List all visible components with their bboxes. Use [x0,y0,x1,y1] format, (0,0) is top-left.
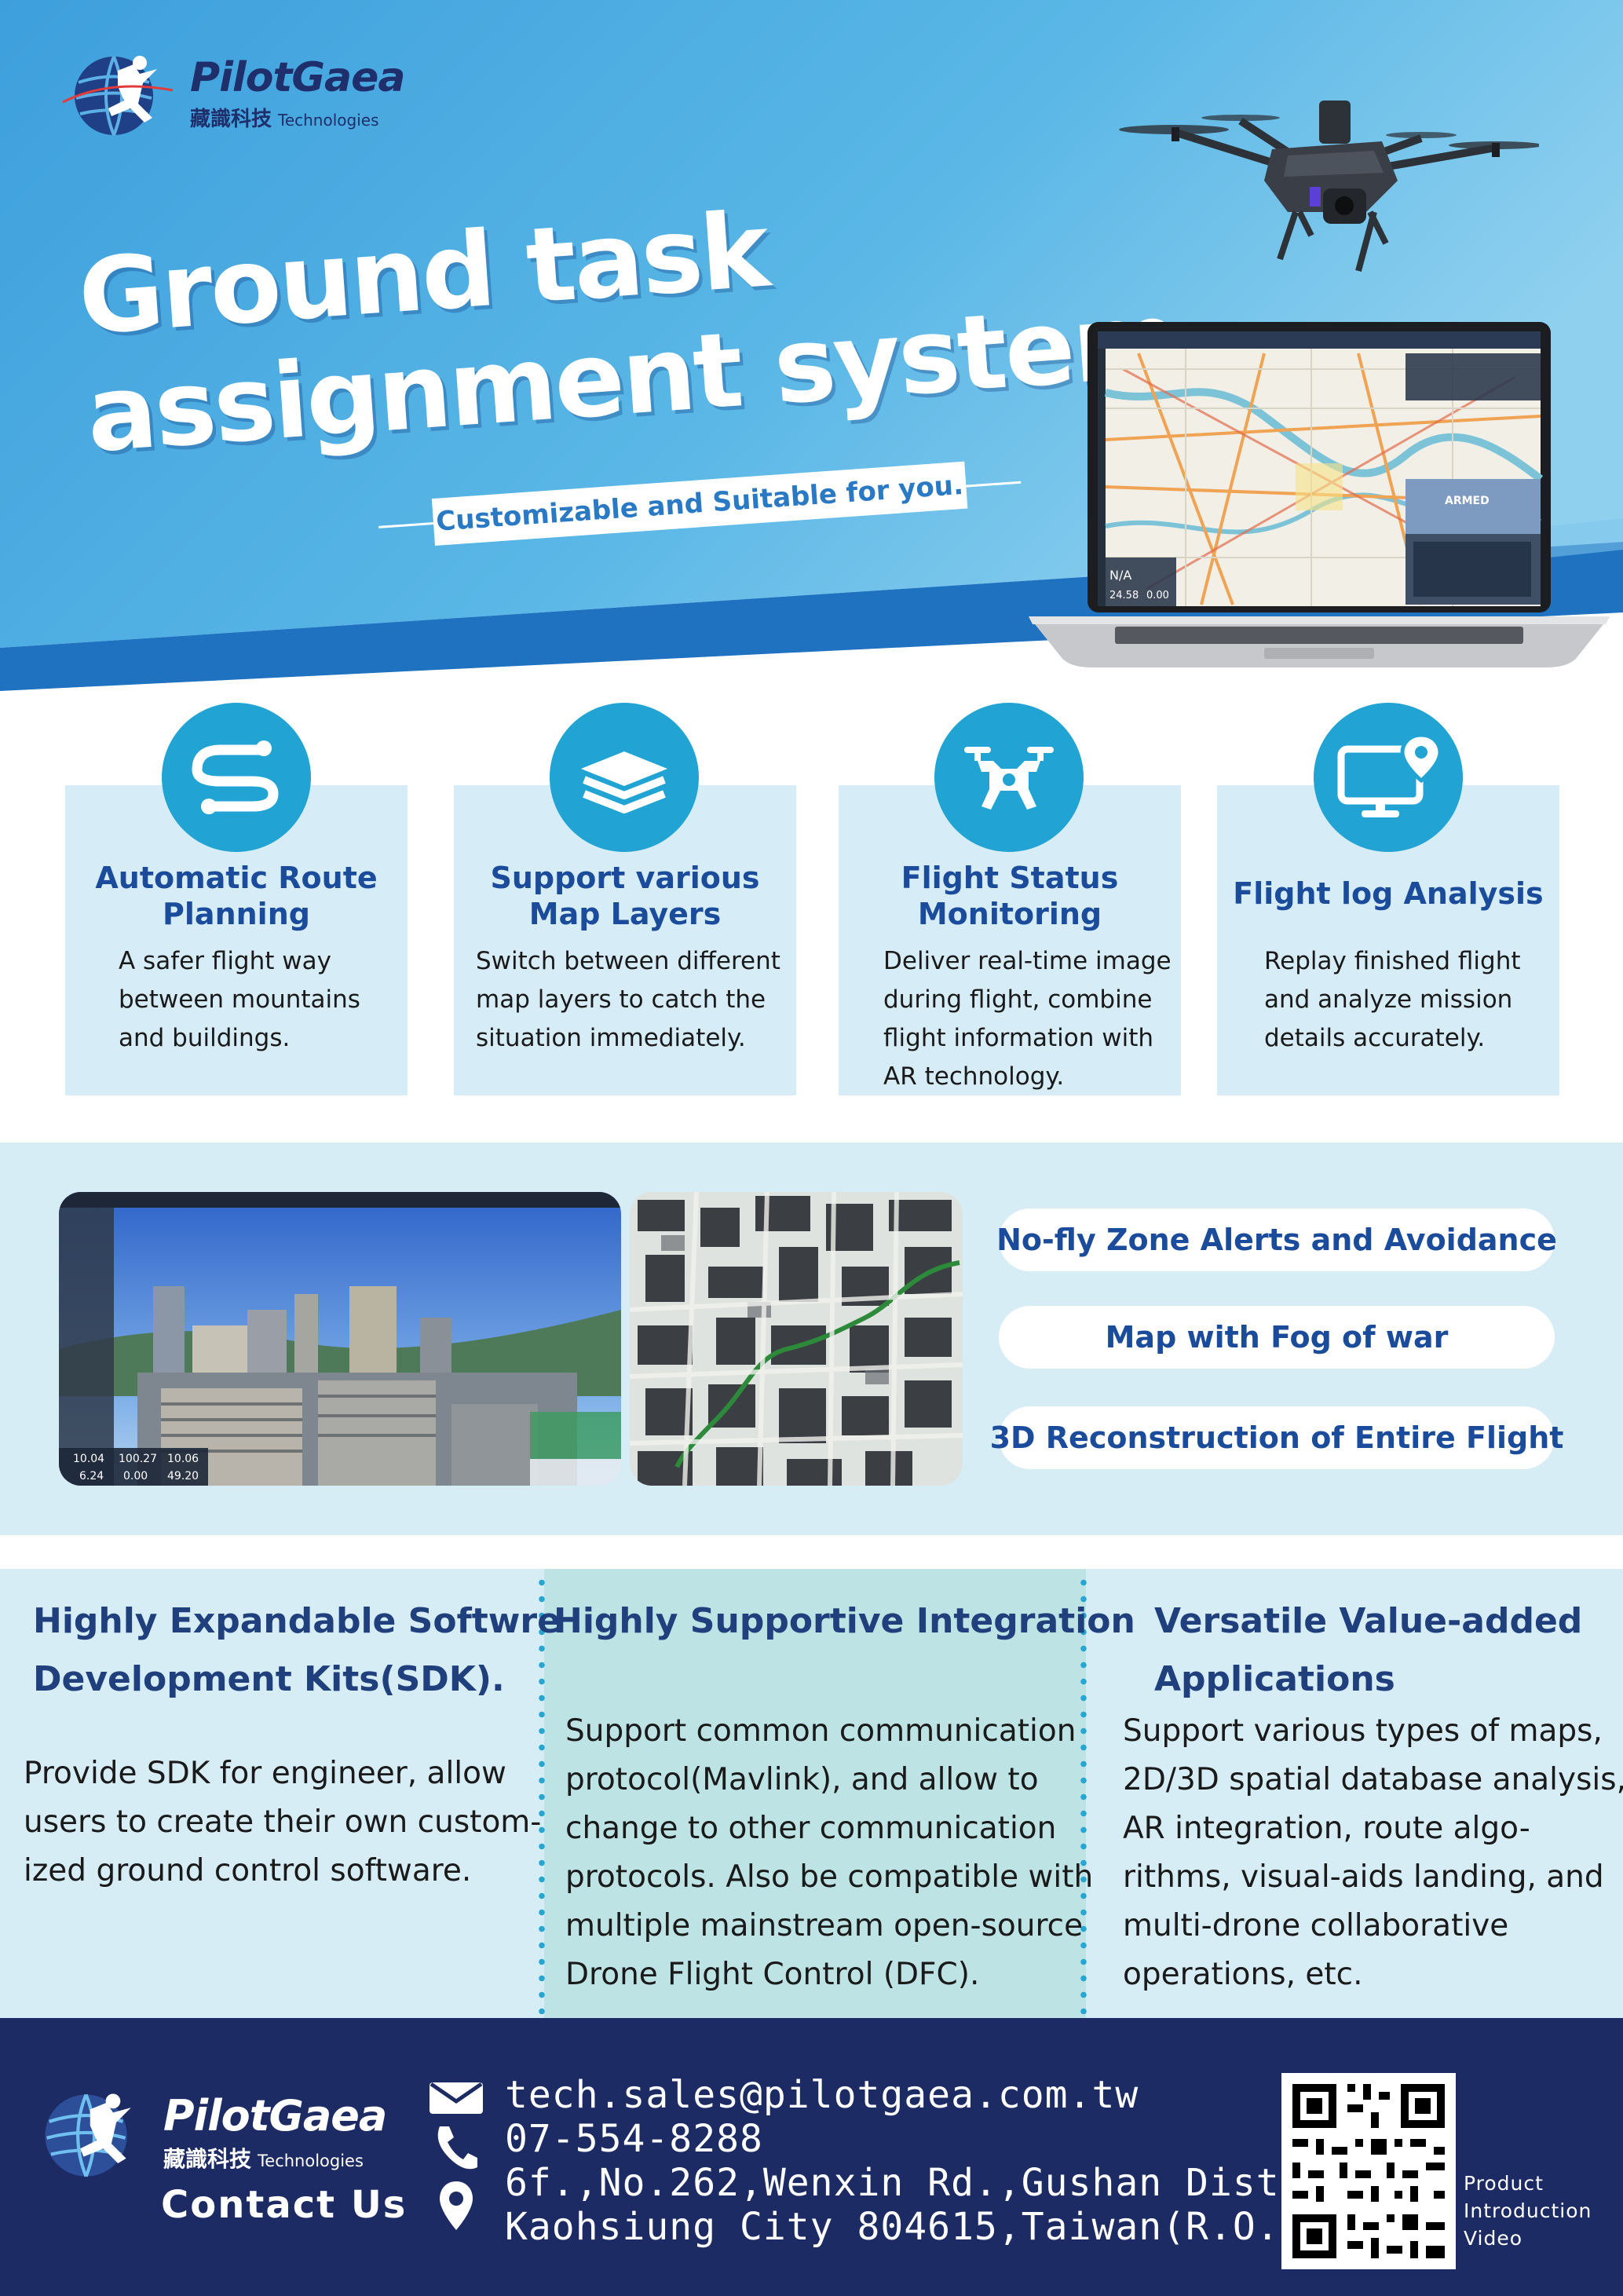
feature-title: Flight Status Monitoring [901,861,1119,931]
feature-title: Flight log Analysis [1233,876,1544,911]
readout-1: 10.04 [73,1453,104,1465]
tagline-rule-left [378,522,434,528]
laptop-readout-2: 24.58 [1109,590,1139,601]
qr-code-icon [1281,2073,1456,2269]
hero-banner: PilotGaea 藏識科技 Technologies Ground task … [0,0,1623,691]
sdk-column-title: Highly Expandable Softwre Development Ki… [33,1601,561,1699]
feature-description: Deliver real-time image during flight, c… [883,947,1172,1091]
mail-icon [430,2082,483,2114]
3d-flight-view-screenshot: 10.04 100.27 10.06 6.24 0.00 49.20 [59,1192,621,1486]
readout-2: 100.27 [119,1453,157,1465]
brand-chinese: 藏識科技 [190,107,272,131]
feature-card-route-planning: Automatic Route Planning A safer flight … [65,785,408,1095]
brand-suffix: Technologies [278,110,379,130]
laptop-readout-3: 0.00 [1146,590,1169,601]
dotted-divider-left [539,1574,545,2014]
globe-runner-logo-icon [63,56,174,136]
contact-address-line-1: 6f.,No.262,Wenxin Rd.,Gushan Dist., [505,2161,1327,2205]
globe-runner-logo-icon [45,2093,131,2177]
laptop-armed-badge: ARMED [1445,495,1490,507]
contact-phone: 07-554-8288 [505,2117,763,2161]
contact-email-link[interactable]: tech.sales@pilotgaea.com.tw [505,2073,1139,2117]
applications-column-text: Support various types of maps, 2D/3D spa… [1123,1713,1623,1992]
qr-code-label: Product Introduction Video [1464,2172,1592,2250]
no-fly-zone-pill: No-fly Zone Alerts and Avoidance [996,1208,1557,1271]
feature-description: Replay finished flight and analyze missi… [1264,947,1521,1052]
footer-brand-chinese: 藏識科技 [163,2145,252,2172]
feature-title: Automatic Route Planning [95,861,378,931]
brand-name: PilotGaea [190,53,405,101]
readout-3: 10.06 [167,1453,199,1465]
location-pin-icon [440,2181,473,2230]
drone-icon [934,703,1084,852]
sdk-column-text: Provide SDK for engineer, allow users to… [24,1756,542,1888]
integration-column-title: Highly Supportive Integration [554,1601,1135,1641]
feature-description: Switch between different map layers to c… [476,947,780,1052]
footer-logo: PilotGaea 藏識科技 Technologies [31,2085,387,2183]
footer-brand-name: PilotGaea [163,2090,387,2141]
fog-of-war-pill: Map with Fog of war [999,1306,1555,1369]
integration-column-text: Support common communication protocol(Ma… [565,1713,1094,1992]
readout-6: 49.20 [167,1470,199,1483]
laptop-readout-1: N/A [1109,568,1131,583]
3d-city-map-screenshot [630,1192,963,1486]
drone-image [1119,101,1539,272]
footer-brand-suffix: Technologies [258,2151,364,2170]
feature-title: Support various Map Layers [490,861,760,931]
monitor-location-icon [1314,703,1463,852]
layers-icon [550,703,699,852]
phone-icon [437,2126,477,2170]
qr-code[interactable] [1281,2073,1456,2269]
applications-column-title: Versatile Value-added Applications [1154,1601,1583,1699]
header-logo: PilotGaea 藏識科技 Technologies [63,47,405,141]
contact-address-line-2: Kaohsiung City 804615,Taiwan(R.O.C) [505,2205,1327,2249]
dotted-divider-right [1080,1574,1087,2014]
readout-4: 6.24 [79,1470,104,1483]
route-icon [162,703,311,852]
readout-5: 0.00 [123,1470,148,1483]
feature-description: A safer flight way between mountains and… [119,947,360,1052]
3d-reconstruction-pill: 3D Reconstruction of Entire Flight [990,1406,1563,1469]
info-column-middle-background [544,1569,1086,2018]
tagline-rule-right [966,481,1022,488]
contact-us-label: Contact Us [161,2183,408,2227]
laptop-image: N/A 24.58 0.00 ARMED [1029,322,1610,667]
